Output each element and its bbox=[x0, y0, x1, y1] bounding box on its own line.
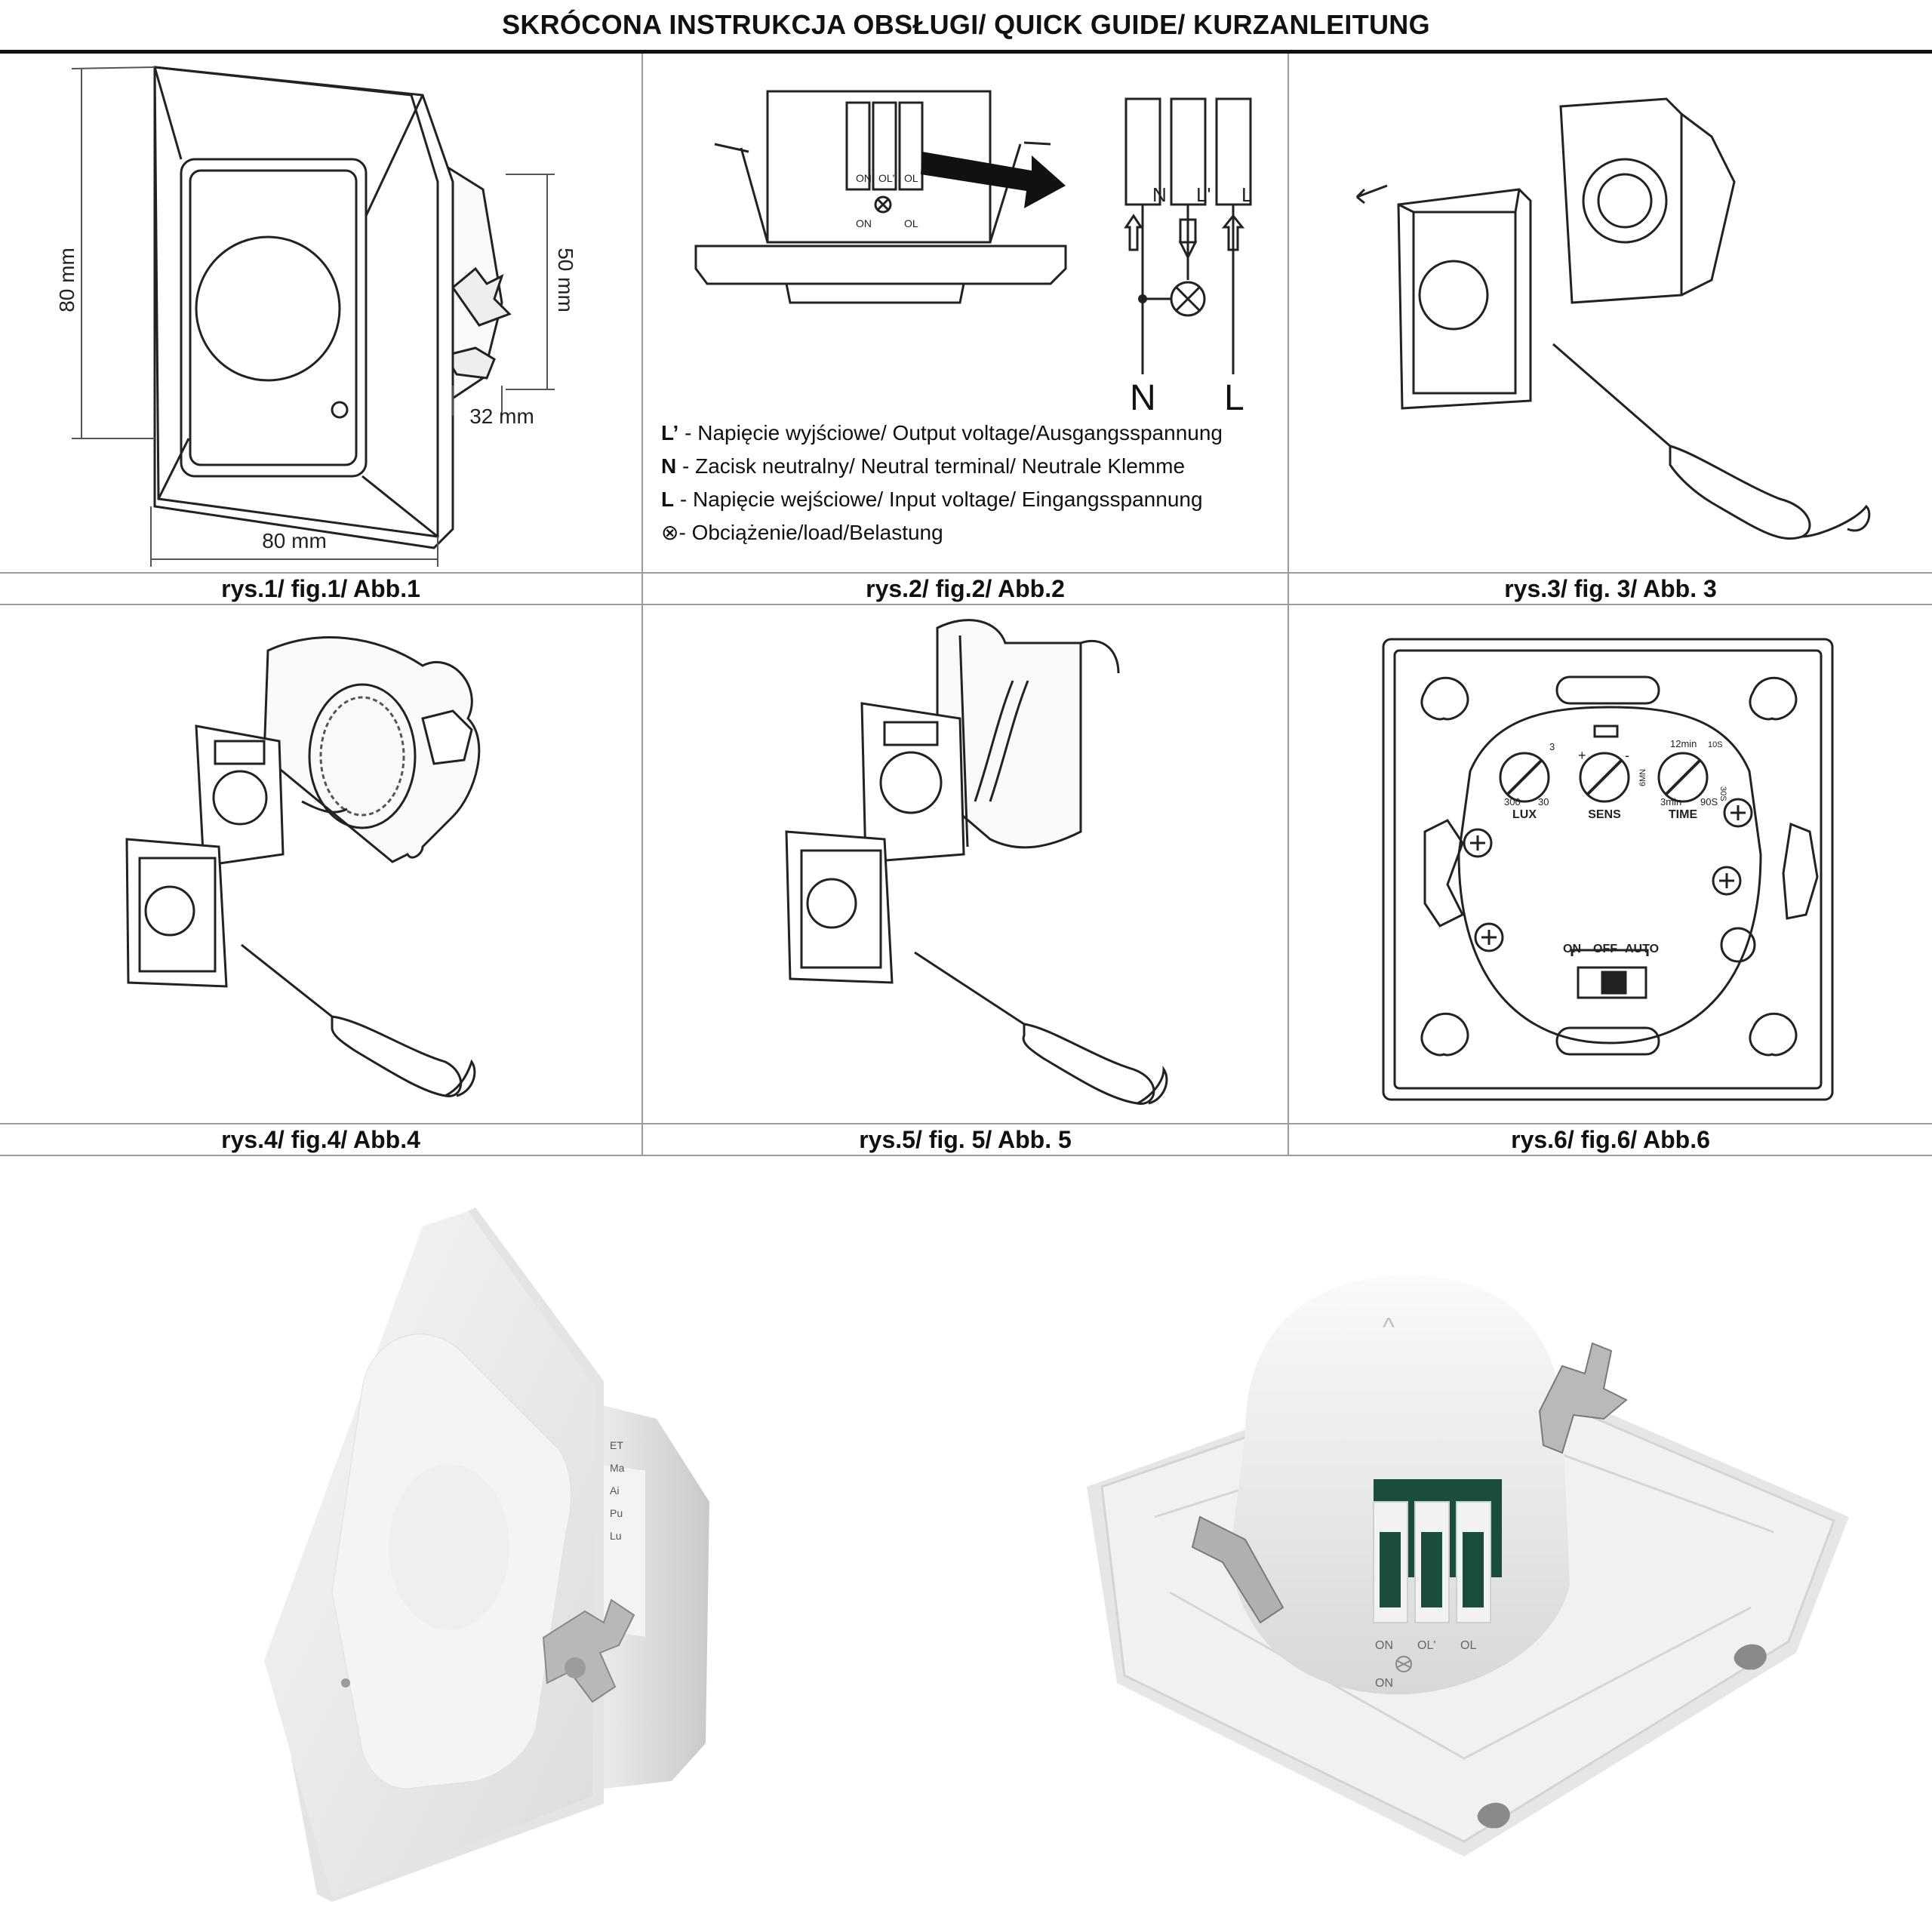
sens-right-mark: - bbox=[1625, 748, 1629, 763]
legend-row-neutral: N - Zacisk neutralny/ Neutral terminal/ … bbox=[661, 454, 1186, 478]
dim-height-label: 80 mm bbox=[55, 248, 78, 312]
time-side-right: 30S bbox=[1718, 786, 1727, 801]
knob-lux-label: LUX bbox=[1512, 808, 1537, 821]
fig2-caption: rys.2/ fig.2/ Abb.2 bbox=[866, 574, 1065, 602]
photo-label-line-5: Lu bbox=[610, 1530, 622, 1542]
title-rule bbox=[0, 50, 1932, 54]
photo-label-line-4: Pu bbox=[610, 1507, 623, 1519]
terminal-l: L bbox=[1241, 183, 1252, 206]
mark-on-top: ON bbox=[856, 172, 872, 184]
time-right-mark: 90S bbox=[1700, 796, 1718, 808]
lux-right-mark: 30 bbox=[1538, 796, 1549, 808]
fig5-caption: rys.5/ fig. 5/ Abb. 5 bbox=[859, 1125, 1072, 1153]
time-side-left: 6MN bbox=[1638, 769, 1647, 786]
fig6-backpanel-drawing: LUX SENS TIME 300 30 3 + - 3min 90S 12mi… bbox=[1382, 638, 1834, 1101]
fig2-wiring-diagram: ON OL' OL ON OL N L' L N L bbox=[694, 90, 1252, 416]
terminal-l-out: L' bbox=[1196, 183, 1211, 206]
mark-ol: OL bbox=[904, 172, 918, 184]
fig3-caption: rys.3/ fig. 3/ Abb. 3 bbox=[1504, 574, 1717, 602]
bottom-l: L bbox=[1224, 378, 1244, 416]
legend-row-load: ⊗- Obciążenie/load/Belastung bbox=[661, 521, 943, 544]
photo-mark-ol-prime: OL' bbox=[1417, 1639, 1435, 1652]
fig6-caption: rys.6/ fig.6/ Abb.6 bbox=[1511, 1125, 1710, 1153]
photo-label-panel bbox=[600, 1464, 645, 1637]
grid-vline-1 bbox=[641, 54, 643, 1155]
page-title: SKRÓCONA INSTRUKCJA OBSŁUGI/ QUICK GUIDE… bbox=[502, 9, 1430, 40]
legend-row-input: L - Napięcie wejściowe/ Input voltage/ E… bbox=[661, 488, 1203, 511]
photo-mark-ol: OL bbox=[1460, 1639, 1476, 1652]
lux-left-mark: 300 bbox=[1504, 796, 1521, 808]
fig4-caption: rys.4/ fig.4/ Abb.4 bbox=[221, 1125, 420, 1153]
fig1-caption: rys.1/ fig.1/ Abb.1 bbox=[221, 574, 420, 602]
mark-on-bottom: ON bbox=[856, 217, 872, 229]
terminal-n: N bbox=[1152, 183, 1167, 206]
fig3-removal-drawing bbox=[1355, 97, 1871, 540]
knob-sens-label: SENS bbox=[1588, 808, 1621, 821]
mark-ol-prime: OL' bbox=[878, 172, 894, 184]
fig5-fixing-drawing bbox=[785, 619, 1168, 1105]
knob-time-label: TIME bbox=[1669, 808, 1698, 821]
grid-line-4 bbox=[0, 1155, 1932, 1156]
time-left-mark: 3min bbox=[1660, 796, 1681, 808]
lux-top-mark: 3 bbox=[1549, 741, 1555, 752]
load-symbol-icon: ⊗ bbox=[661, 521, 679, 544]
photo-mark-on-bottom: ON bbox=[1375, 1677, 1393, 1690]
switch-on-label: ON bbox=[1563, 943, 1581, 955]
photo-label-line-3: Ai bbox=[610, 1484, 619, 1497]
photo-arrow-hint: ^ bbox=[1383, 1313, 1395, 1342]
photo-back-sensor: ^ ON OL' OL ON bbox=[1087, 1275, 1849, 1857]
dim-box-label: 50 mm bbox=[554, 248, 577, 312]
bottom-n: N bbox=[1130, 378, 1156, 416]
mark-ol-bottom: OL bbox=[904, 217, 918, 229]
switch-auto-label: AUTO bbox=[1625, 943, 1659, 955]
grid-line-3 bbox=[0, 1123, 1932, 1124]
photo-front-sensor: ET Ma Ai Pu Lu bbox=[264, 1208, 709, 1902]
photo-label-line-2: Ma bbox=[610, 1462, 625, 1474]
photo-mark-on: ON bbox=[1375, 1639, 1393, 1652]
grid-line-2 bbox=[0, 604, 1932, 605]
dim-width-label: 80 mm bbox=[262, 529, 327, 552]
legend-row-output: L’ - Napięcie wyjściowe/ Output voltage/… bbox=[661, 421, 1223, 445]
switch-off-label: OFF bbox=[1593, 943, 1617, 955]
time-top-right: 10S bbox=[1708, 740, 1723, 749]
dim-depth-label: 32 mm bbox=[469, 405, 534, 428]
time-top-mark: 12min bbox=[1670, 738, 1697, 749]
fig2-legend: L’ - Napięcie wyjściowe/ Output voltage/… bbox=[661, 417, 1280, 549]
fig1-dimension-drawing: 80 mm 80 mm 50 mm 32 mm bbox=[55, 66, 577, 567]
grid-line-1 bbox=[0, 572, 1932, 574]
photo-label-line-1: ET bbox=[610, 1439, 623, 1451]
sens-left-mark: + bbox=[1578, 748, 1586, 763]
grid-vline-2 bbox=[1287, 54, 1289, 1155]
fig4-mounting-drawing bbox=[125, 636, 481, 1097]
